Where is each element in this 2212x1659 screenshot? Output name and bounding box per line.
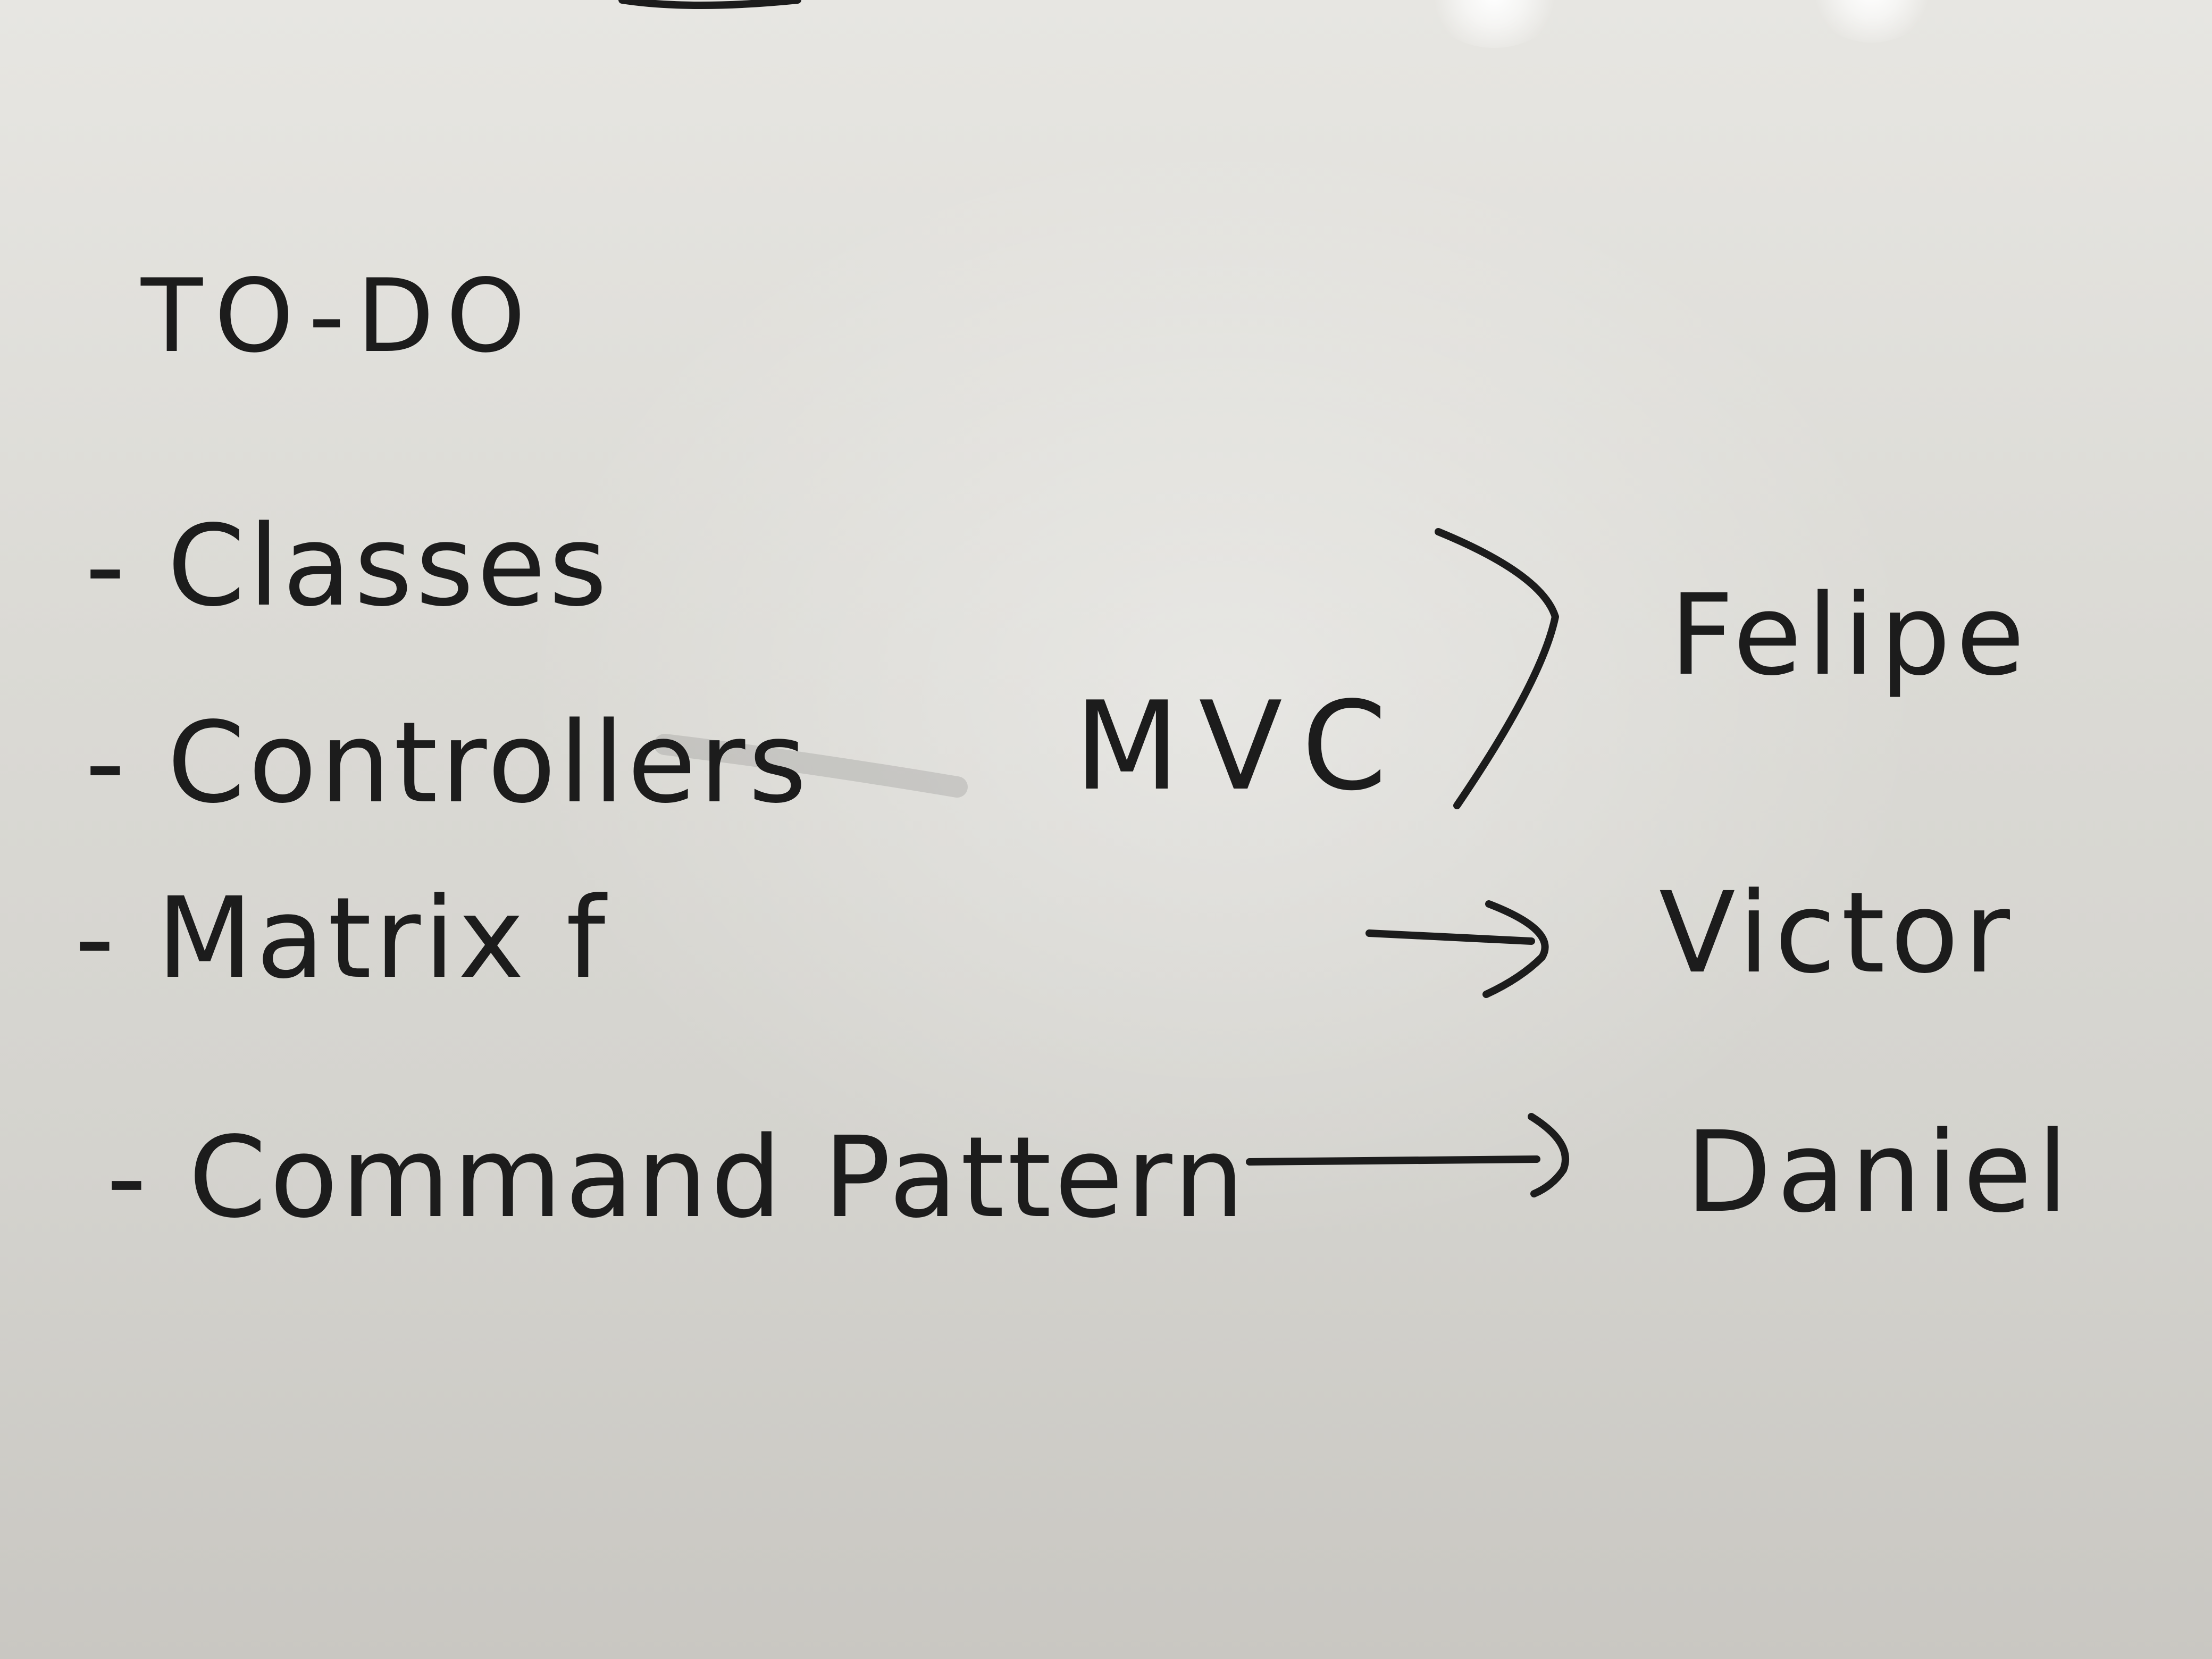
smudge — [654, 734, 968, 798]
arrow-daniel-icon — [1246, 1113, 1569, 1197]
arrow-victor-icon — [1365, 900, 1549, 998]
task-classes: - Classes — [85, 501, 610, 631]
task-controllers: - Controllers — [85, 698, 810, 828]
assignee-victor: Victor — [1659, 868, 2016, 998]
assignee-felipe: Felipe — [1670, 570, 2030, 700]
todo-title: TO-DO — [141, 257, 538, 375]
task-matrix: - Matrix f — [74, 873, 609, 1003]
brace-stroke — [1435, 528, 1559, 809]
top-arc-stroke — [618, 0, 801, 9]
task-command-pattern: - Command Pattern — [106, 1112, 1248, 1243]
assignee-daniel: Daniel — [1686, 1107, 2074, 1237]
mvc-label: MVC — [1074, 676, 1406, 818]
